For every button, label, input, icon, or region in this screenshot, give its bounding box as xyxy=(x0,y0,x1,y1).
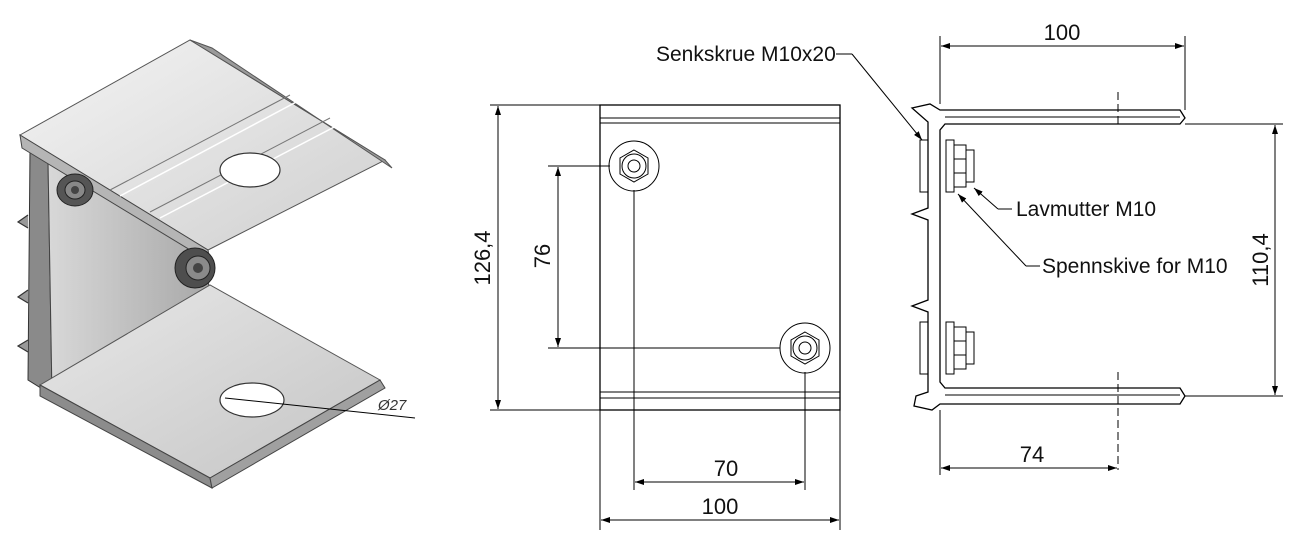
front-bolt-lower xyxy=(779,322,831,374)
hole-vertical-dimension: 76 xyxy=(530,244,555,268)
front-plate-outline xyxy=(599,104,841,411)
top-flange-edge xyxy=(189,39,393,169)
nut-callout-label: Lavmutter M10 xyxy=(1016,198,1156,221)
washer-callout-label: Spennskive for M10 xyxy=(1042,255,1228,278)
side-top-width-dimension: 100 xyxy=(1044,20,1081,45)
screw-callout-label: Senkskrue M10x20 xyxy=(656,43,836,66)
side-bolt-lower xyxy=(919,321,975,375)
callout-washer: Spennskive for M10 xyxy=(957,193,1228,278)
side-bolt-upper xyxy=(919,139,975,193)
hole-diameter-label: Ø27 xyxy=(377,397,407,414)
hole-horizontal-dimension: 70 xyxy=(714,456,738,481)
isometric-view: Ø27 xyxy=(16,39,416,489)
front-bolt-upper xyxy=(608,140,660,192)
side-bottom-offset-dimension: 74 xyxy=(1020,442,1044,467)
bolt-upper xyxy=(56,173,94,207)
front-height-dimension: 126,4 xyxy=(470,230,495,285)
side-view: 100 110,4 74 Senkskrue M10x20 Lavmutter … xyxy=(656,20,1283,475)
top-flange-hole xyxy=(219,152,281,188)
front-view: 126,4 76 70 100 xyxy=(470,104,841,530)
bolt-lower xyxy=(174,247,216,289)
side-profile xyxy=(910,103,1186,411)
side-height-dimension: 110,4 xyxy=(1248,233,1273,286)
callout-screw: Senkskrue M10x20 xyxy=(656,43,923,141)
callout-nut: Lavmutter M10 xyxy=(973,187,1156,221)
bottom-flange-hole xyxy=(219,382,285,418)
bracket-teeth xyxy=(16,214,29,353)
front-width-dimension: 100 xyxy=(702,494,739,519)
